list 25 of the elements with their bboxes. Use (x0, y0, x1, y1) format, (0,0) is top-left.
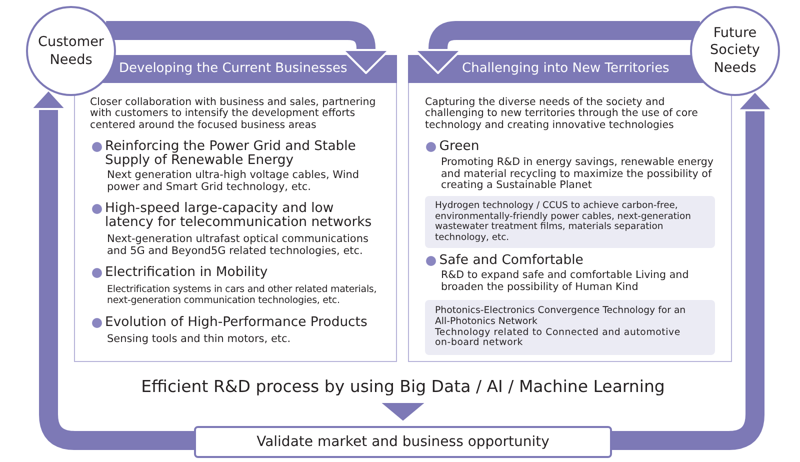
box-label: Validate market and business opportunity (256, 433, 550, 451)
bullet-description: R&D to expand safe and comfortable Living and broaden the possibility of Human Kind (441, 270, 690, 294)
intro-text: Capturing the diverse needs of the society and challenging to new territories through the use of core technology and creating innovative technologies (425, 96, 699, 132)
bullet-heading: Electrification in Mobility (105, 266, 269, 280)
flow-arrow (30, 88, 194, 450)
bullet-description: Electrification systems in cars and other related materials, next-generation communication technologies, etc. (107, 284, 378, 306)
intro-text: Closer collaboration with business and sales, partnering with customers to intensify the development efforts centered around the focused business areas (90, 96, 377, 132)
circle-label: Future Society Needs (709, 24, 761, 78)
example-text: Technology related to Connected and automotive on-board network (435, 328, 682, 350)
validate-box (194, 426, 612, 458)
bullet-description: Next generation ultra-high voltage cables, Wind power and Smart Grid technology, etc. (107, 169, 360, 194)
bullet-heading: Safe and Comfortable (439, 254, 584, 268)
process-note: Efficient R&D process by using Big Data / AI / Machine Learning (141, 373, 665, 401)
bullet-heading: Evolution of High-Performance Products (105, 316, 368, 330)
bullet-heading: Reinforcing the Power Grid and Stable Supply of Renewable Energy (105, 140, 357, 168)
bullet-description: Promoting R&D in energy savings, renewable energy and material recycling to maximize the possibility of creating a Sustainable Planet (441, 157, 715, 192)
example-text: Hydrogen technology / CCUS to achieve carbon-free, environmentally-friendly power cables, next-generation wastewater treatment films, materials separation technology, etc. (435, 201, 692, 244)
circle-label: Customer Needs (36, 33, 106, 69)
example-text: Photonics-Electronics Convergence Technology for an All-Photonics Network (435, 306, 687, 328)
bullet-heading: High-speed large-capacity and low latency for telecommunication networks (105, 202, 373, 230)
bullet-heading: Green (439, 140, 480, 154)
section-heading: Developing the Current Businesses (119, 61, 348, 77)
bullet-description: Sensing tools and thin motors, etc. (107, 333, 292, 346)
section-heading: Challenging into New Territories (462, 61, 670, 77)
bullet-description: Next-generation ultrafast optical communications and 5G and Beyond5G related technologies, etc. (107, 233, 370, 258)
